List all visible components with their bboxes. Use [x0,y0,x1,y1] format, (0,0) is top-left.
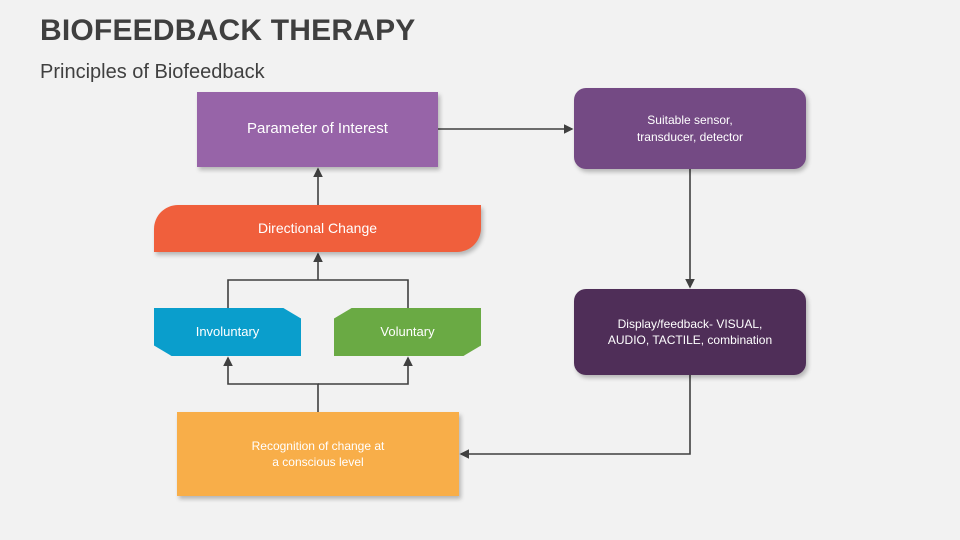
node-recognition: Recognition of change at a conscious lev… [177,412,459,496]
edge-involuntary-up [227,279,318,308]
node-display-feedback: Display/feedback- VISUAL, AUDIO, TACTILE… [574,289,806,375]
node-label: Directional Change [257,220,378,237]
slide-title: BIOFEEDBACK THERAPY [40,14,416,47]
node-label: Display/feedback- VISUAL, AUDIO, TACTILE… [607,316,773,347]
node-sensor: Suitable sensor, transducer, detector [574,88,806,169]
node-directional-change: Directional Change [154,205,481,252]
node-label: Suitable sensor, transducer, detector [636,113,744,144]
edge-voluntary-up [318,279,409,308]
edge-recognition-split [223,356,319,412]
edge-display-to-recognition [459,375,691,459]
node-label: Involuntary [195,324,260,340]
node-parameter-of-interest: Parameter of Interest [197,92,438,167]
node-label: Voluntary [380,324,435,340]
node-involuntary: Involuntary [154,308,301,356]
slide-subtitle: Principles of Biofeedback [40,61,265,83]
edge-recognition-to-voluntary [318,356,413,385]
node-voluntary: Voluntary [334,308,481,356]
node-label: Parameter of Interest [247,120,388,138]
node-label: Recognition of change at a conscious lev… [251,438,385,469]
